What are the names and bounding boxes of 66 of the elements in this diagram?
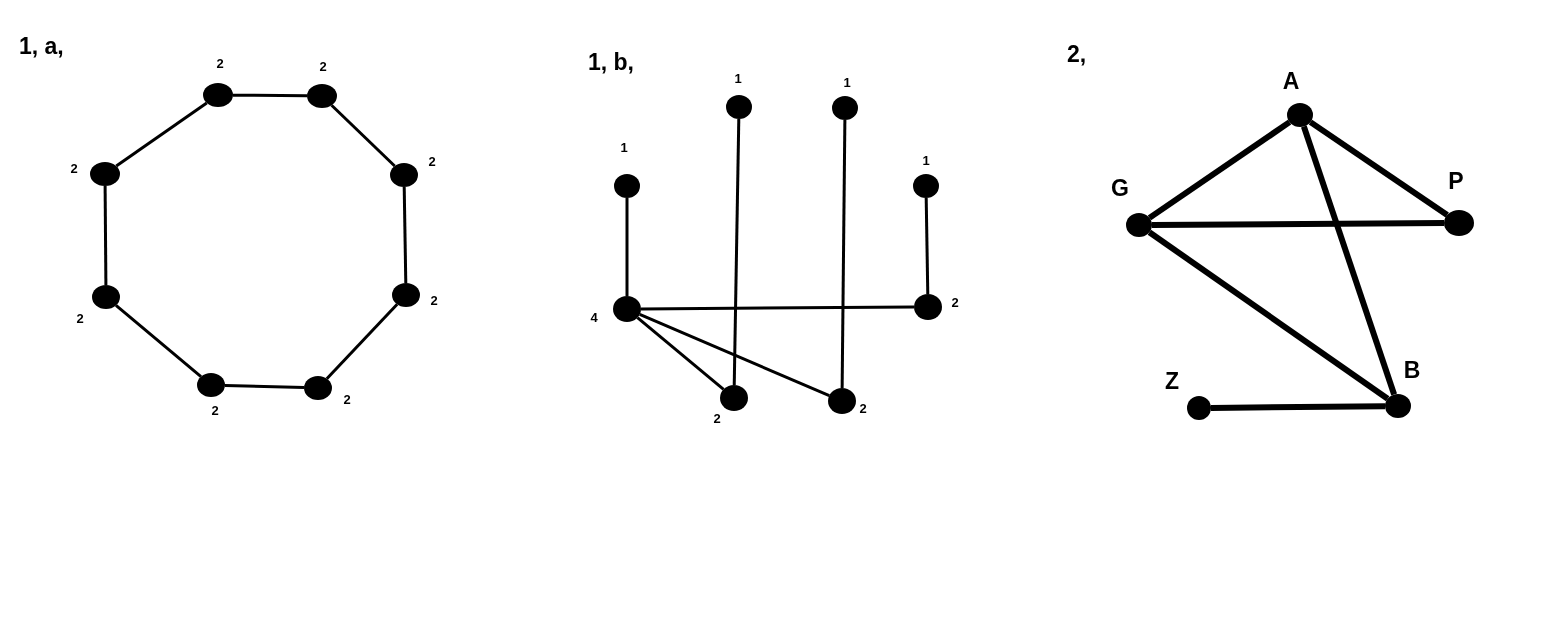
vertex-label: P (1448, 169, 1464, 193)
degree-label: 2 (428, 154, 436, 168)
vertex-dot (1444, 210, 1474, 236)
degree-label: 2 (430, 293, 438, 307)
edge-line (224, 383, 305, 390)
edge-line (103, 186, 108, 285)
vertex-label: G (1111, 176, 1129, 200)
vertex-dot (304, 376, 332, 400)
edge-line (840, 120, 847, 388)
vertex-dot (828, 388, 856, 414)
vertex-dot (1385, 394, 1411, 418)
edge-line (1147, 119, 1292, 221)
vertex-dot (726, 95, 752, 119)
vertex-dot (90, 162, 120, 186)
vertex-dot (613, 296, 641, 322)
vertex-dot (197, 373, 225, 397)
vertex-label: B (1403, 358, 1421, 382)
degree-label: 2 (713, 411, 721, 425)
degree-label: 2 (951, 295, 959, 309)
degree-label: 2 (76, 311, 84, 325)
edge-line (330, 104, 396, 168)
degree-label: 2 (216, 56, 224, 70)
vertex-dot (1287, 103, 1313, 127)
vertex-dot (1187, 396, 1211, 420)
vertex-dot (392, 283, 420, 307)
vertex-label: A (1282, 69, 1300, 93)
graph-heading: 1, a, (19, 35, 64, 58)
edge-line (636, 316, 725, 391)
degree-label: 1 (734, 71, 742, 85)
edge-line (1308, 119, 1449, 218)
degree-label: 1 (843, 75, 851, 89)
edge-line (1301, 125, 1397, 396)
vertex-dot (614, 174, 640, 198)
degree-label: 2 (211, 403, 219, 417)
edge-line (233, 93, 307, 98)
vertex-dot (203, 83, 233, 107)
degree-label: 4 (590, 310, 598, 324)
vertex-dot (720, 385, 748, 411)
vertex-dot (1126, 213, 1152, 237)
edge-line (1152, 220, 1444, 228)
degree-label: 2 (70, 161, 78, 175)
vertex-dot (913, 174, 939, 198)
edge-line (1147, 229, 1390, 402)
degree-label: 1 (620, 140, 628, 154)
vertex-dot (307, 84, 337, 108)
edge-line (732, 118, 741, 386)
vertex-dot (92, 285, 120, 309)
edge-line (1210, 403, 1386, 411)
edge-line (625, 198, 629, 296)
edge-line (639, 313, 830, 397)
degree-label: 2 (319, 59, 327, 73)
edge-line (115, 304, 202, 378)
graph-heading: 2, (1067, 43, 1087, 66)
vertex-dot (914, 294, 942, 320)
edge-line (325, 303, 399, 380)
vertex-dot (390, 163, 418, 187)
edge-line (641, 305, 914, 311)
degree-label: 1 (922, 153, 930, 167)
vertex-dot (832, 96, 858, 120)
degree-label: 2 (343, 392, 351, 406)
graph-heading: 1, b, (588, 51, 634, 74)
edge-line (115, 101, 208, 168)
degree-label: 2 (859, 401, 867, 415)
edge-line (402, 186, 408, 284)
vertex-label: Z (1164, 369, 1180, 393)
edge-line (924, 197, 930, 295)
